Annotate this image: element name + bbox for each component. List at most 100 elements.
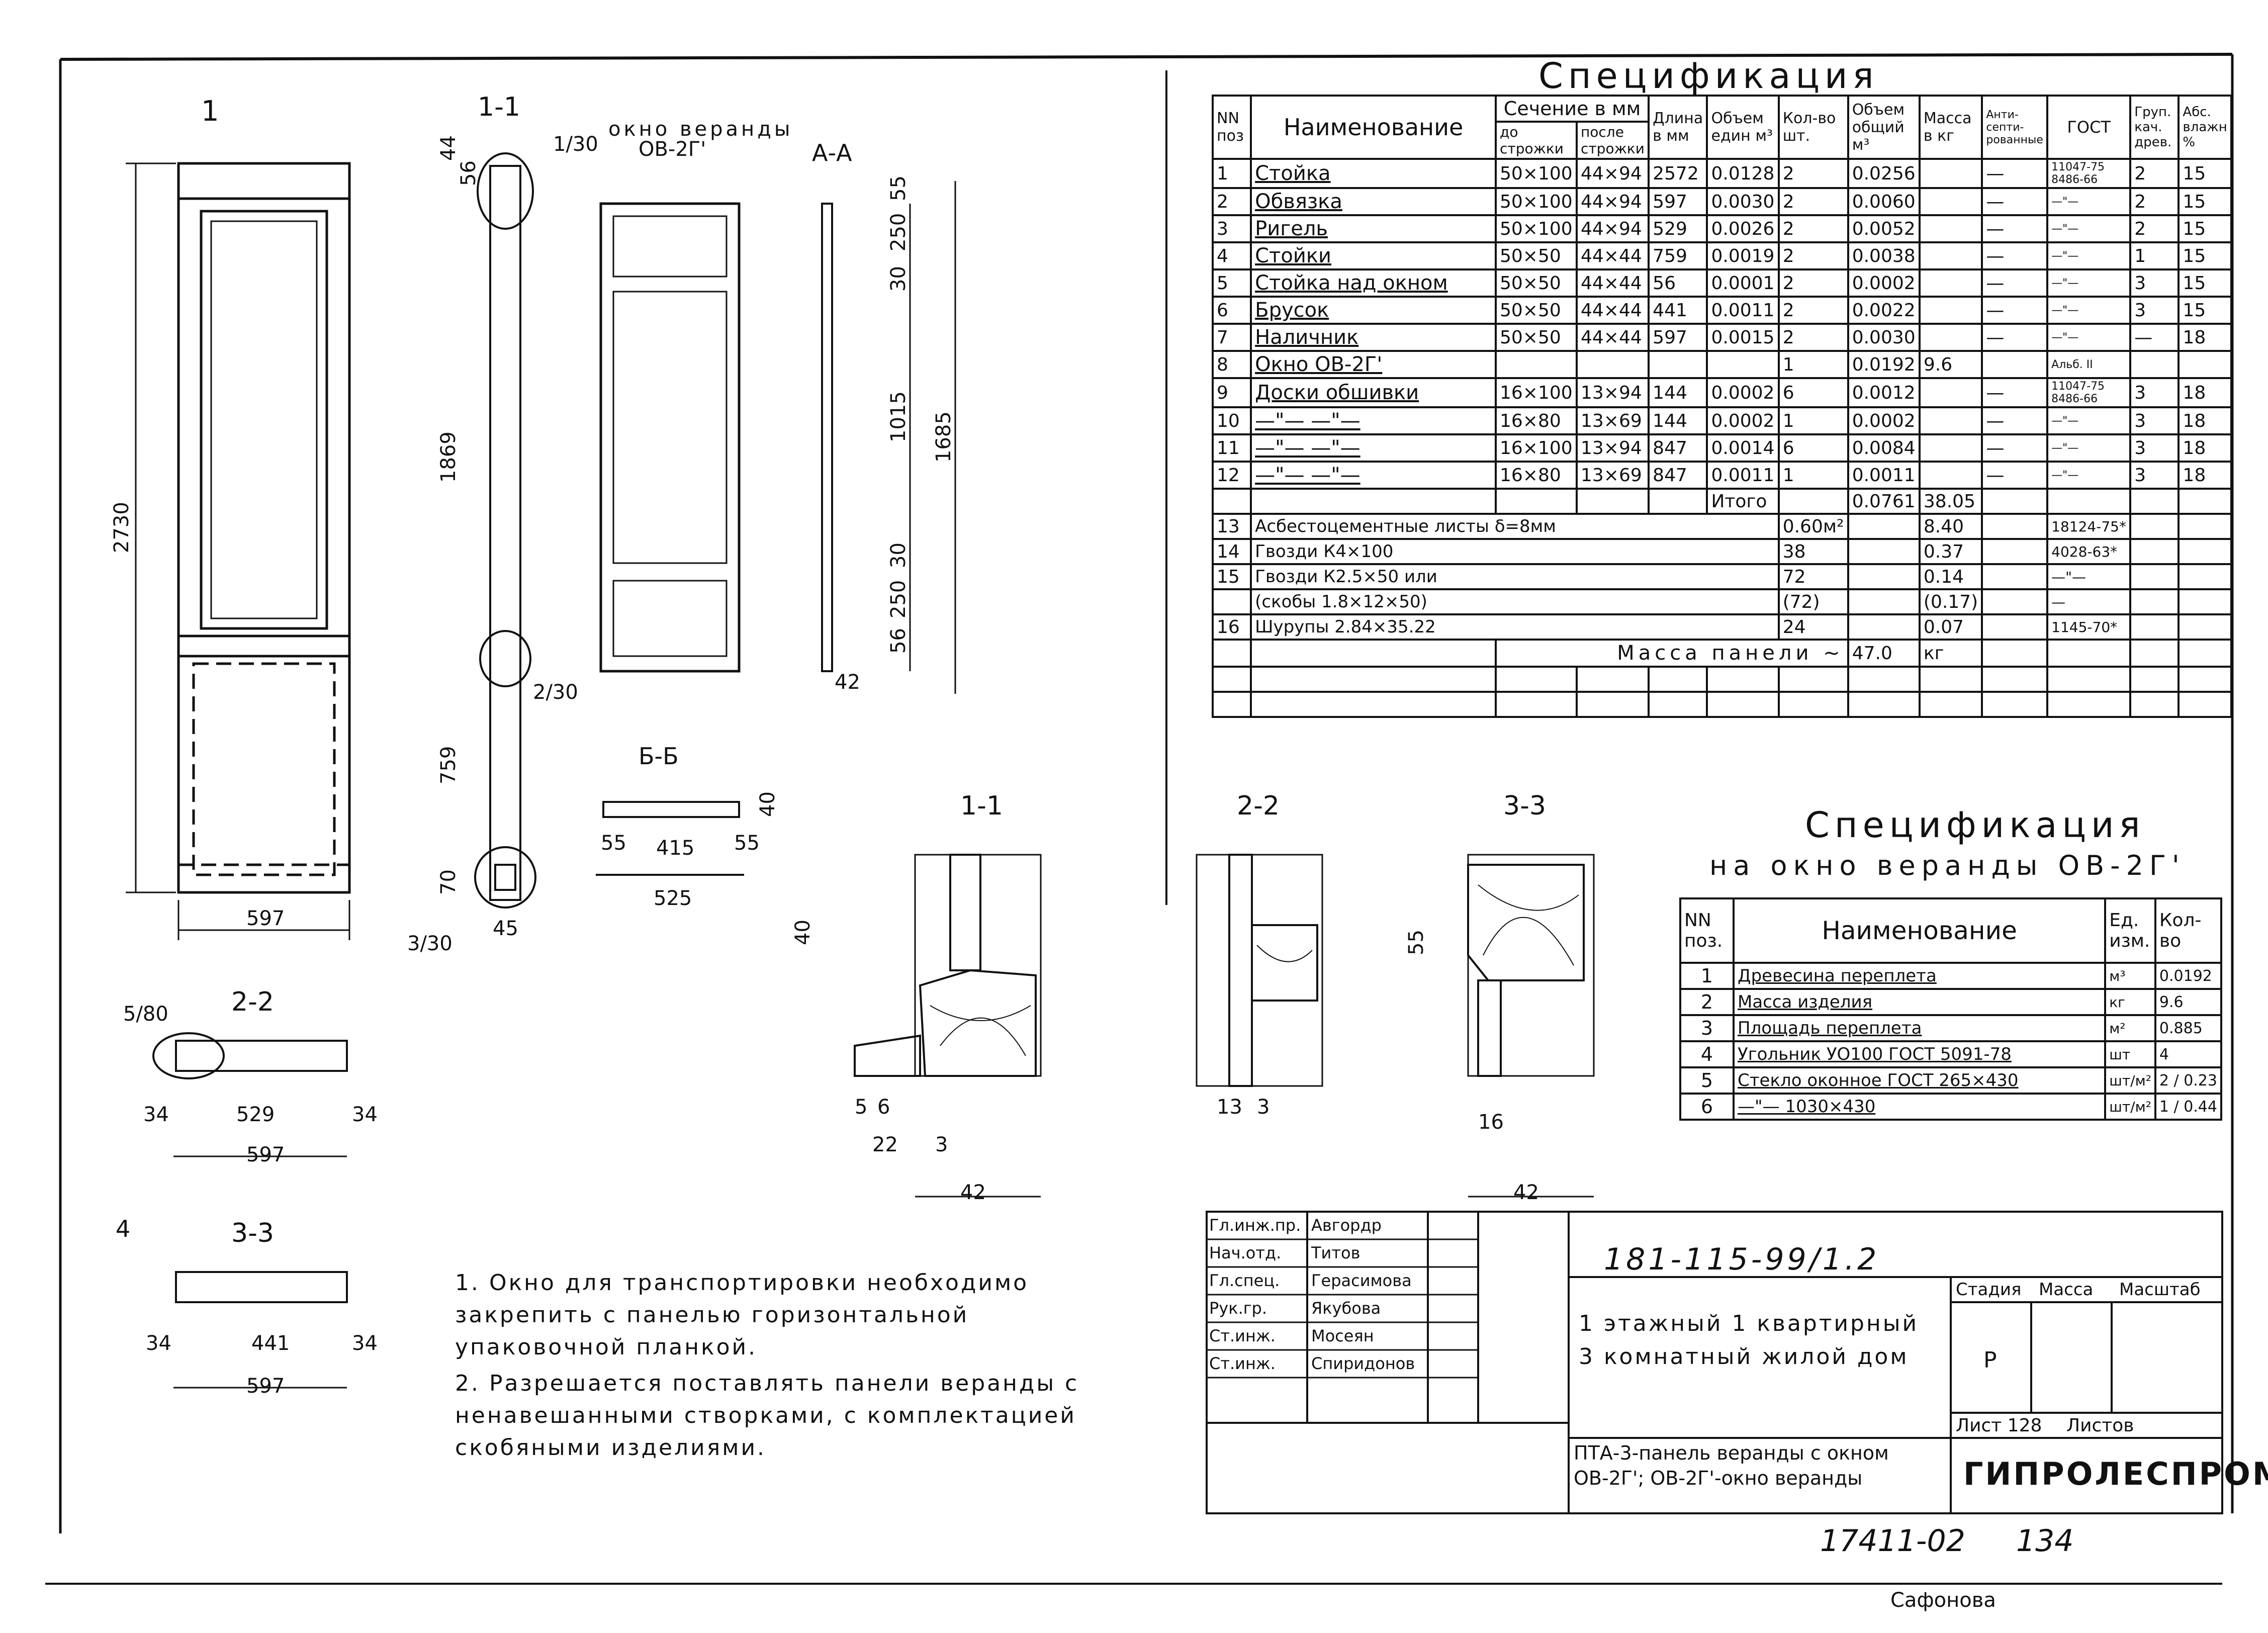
cell-anti [1981,350,2049,379]
cell-n: 11 [1211,433,1252,463]
archive-number: 17411-02 [1820,1523,1965,1559]
dim-55-bb-right: 55 [734,832,760,855]
cell-unit: м² [2104,1014,2156,1042]
cell-hum: 15 [2178,158,2232,189]
cell-gost: 11047-75 8486-66 [2046,377,2132,408]
cell-anti: — [1981,461,2049,490]
doc-code: 181-115-99/1.2 [1604,1242,1880,1277]
cell-empty [1575,666,1650,693]
header-section-before: до строжки [1495,121,1578,160]
dim-441: 441 [251,1332,290,1355]
cell-empty [1250,639,1497,668]
cell-anti: — [1981,241,2049,270]
dim-45: 45 [493,917,518,940]
cell-total-empty [2178,488,2232,515]
cell-hum: 18 [2178,377,2232,408]
cell-n: 12 [1211,461,1252,490]
window-elevation [599,202,741,673]
cell-grp: 3 [2129,461,2180,490]
cell-qty: 2 [1777,323,1849,352]
cell-s1 [1495,350,1578,379]
cell-vol: 0.0011 [1706,296,1780,325]
cell-len: 144 [1648,377,1708,408]
cell-empty [1575,691,1650,718]
window-dims [909,181,956,694]
cell-len [1648,350,1708,379]
cell-vol: 0.0011 [1706,461,1780,490]
cell-hum: 15 [2178,268,2232,298]
section-title-1-1: 1-1 [478,92,520,122]
person-name: Авгордр [1311,1216,1382,1235]
dim-34-22-left: 34 [143,1103,169,1126]
cell-grp [2129,350,2180,379]
cell-name: Угольник УО100 ГОСТ 5091-78 [1732,1040,2107,1068]
detail-1-1 [854,854,1042,1198]
table-row-blank [1211,666,2232,693]
cell-unit: м³ [2104,962,2156,990]
cell-hum: 18 [2178,406,2232,435]
dim-415: 415 [656,837,694,860]
cell-empty [1981,639,2049,668]
cell-qty: 1 [1777,406,1849,435]
page-number: 134 [2016,1523,2074,1559]
person-name: Герасимова [1311,1271,1412,1290]
spec-title: Спецификация [1538,55,1879,97]
cell-empty [1495,666,1578,693]
cell-len: 597 [1648,187,1708,216]
cell-s1: 50×50 [1495,241,1578,270]
cell-vol: 0.0026 [1706,214,1780,243]
cell-gost: —"— [2046,241,2132,270]
cell-total-1 [1250,488,1497,515]
cell-name: Асбестоцементные листы δ=8мм [1250,513,1780,540]
cell-anti: — [1981,406,2049,435]
cell-s1: 50×100 [1495,158,1578,189]
cell-name: Площадь переплета [1732,1014,2107,1042]
cell-len: 759 [1648,241,1708,270]
cell-qty: 1 / 0.44 [2154,1093,2223,1121]
organization: ГИПРОЛЕСПРОМ [1963,1456,2268,1492]
cell-qty: 2 [1777,158,1849,189]
cell-total-qty [1777,488,1849,515]
cell-hum [2178,613,2232,641]
cell-anti: — [1981,296,2049,325]
cell-n: 8 [1211,350,1252,379]
cell-mass: 8.40 [1918,513,1983,540]
dim-42-d33: 42 [1513,1181,1539,1204]
cell-empty [1918,666,1983,693]
person-name: Титов [1311,1243,1360,1262]
project-name: 1 этажный 1 квартирный 3 комнатный жилой… [1579,1311,1919,1370]
callout-2-30: 2/30 [533,681,578,704]
cell-anti [1981,588,2049,615]
stage-value: Р [1983,1347,1997,1373]
cell-gost: —"— [2046,323,2132,352]
cell-n: 15 [1211,563,1252,590]
header-wood-group: Груп. кач. древ. [2129,95,2180,160]
cell-anti [1981,538,2049,565]
cell-gost: —"— [2046,406,2132,435]
dim-597-panel: 597 [246,907,285,930]
cell-n: 3 [1211,214,1252,243]
cell-s1: 16×100 [1495,377,1578,408]
cell-tot [1847,513,1921,540]
cell-mass [1918,241,1983,270]
cell-s1: 50×50 [1495,268,1578,298]
cell-anti: — [1981,377,2049,408]
dim-40-d11: 40 [791,920,814,945]
cell-n: 13 [1211,513,1252,540]
cell-qty: 2 [1777,296,1849,325]
cell-gost: —"— [2046,187,2132,216]
cell-tot [1847,588,1921,615]
mass-label: Масса [2039,1280,2094,1300]
cell-grp: 2 [2129,158,2180,189]
cell-s2: 44×94 [1575,214,1650,243]
person-name: Мосеян [1311,1326,1374,1345]
